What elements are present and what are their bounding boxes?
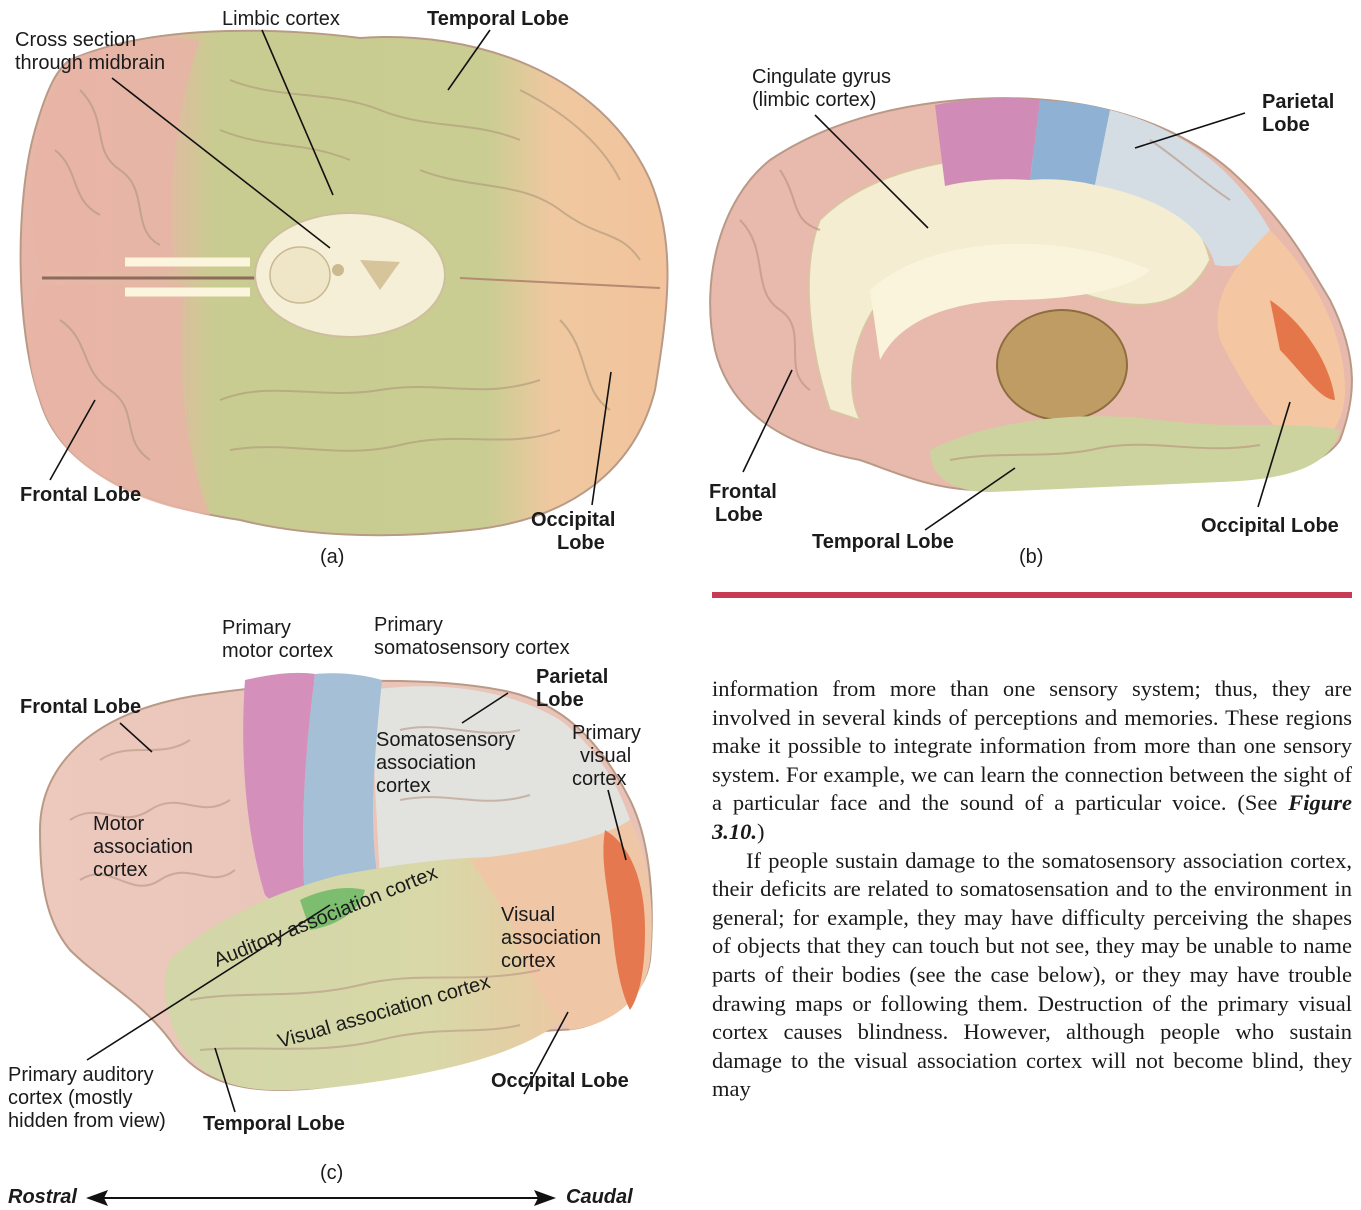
paragraph-1-text: information from more than one sensory s… bbox=[712, 676, 1352, 815]
caption-a: (a) bbox=[320, 546, 344, 569]
paragraph-1: information from more than one sensory s… bbox=[712, 675, 1352, 847]
label-parietal-c-2: Lobe bbox=[536, 689, 584, 712]
label-visual-assoc-2: association bbox=[501, 927, 601, 950]
caption-c: (c) bbox=[320, 1162, 343, 1185]
label-primary-motor-2: motor cortex bbox=[222, 640, 333, 663]
label-parietal-b-1: Parietal bbox=[1262, 91, 1334, 114]
label-primary-visual-1: Primary bbox=[572, 722, 641, 745]
body-text: information from more than one sensory s… bbox=[712, 675, 1352, 1104]
label-primary-soma-2: somatosensory cortex bbox=[374, 637, 570, 660]
label-occipital-lobe-c: Occipital Lobe bbox=[491, 1070, 629, 1093]
label-frontal-lobe-a: Frontal Lobe bbox=[20, 484, 141, 507]
panel-a-brain bbox=[21, 31, 668, 535]
label-cingulate-1: Cingulate gyrus bbox=[752, 66, 891, 89]
label-soma-assoc-1: Somatosensory bbox=[376, 729, 515, 752]
label-soma-assoc-3: cortex bbox=[376, 775, 430, 798]
label-primary-auditory-1: Primary auditory bbox=[8, 1064, 154, 1087]
axis-caudal-label: Caudal bbox=[566, 1186, 633, 1209]
label-primary-visual-2: visual bbox=[580, 745, 631, 768]
label-visual-assoc-1: Visual bbox=[501, 904, 555, 927]
label-frontal-b-2: Lobe bbox=[715, 504, 763, 527]
label-occipital-a-2: Lobe bbox=[557, 532, 605, 555]
label-visual-assoc-3: cortex bbox=[501, 950, 555, 973]
label-frontal-lobe-c: Frontal Lobe bbox=[20, 696, 141, 719]
panel-b-brain bbox=[710, 98, 1352, 492]
label-cross-section-1: Cross section bbox=[15, 29, 136, 52]
label-primary-motor-1: Primary bbox=[222, 617, 291, 640]
caption-b: (b) bbox=[1019, 546, 1043, 569]
label-occipital-a-1: Occipital bbox=[531, 509, 615, 532]
label-primary-visual-3: cortex bbox=[572, 768, 626, 791]
label-occipital-lobe-b: Occipital Lobe bbox=[1201, 515, 1339, 538]
label-cingulate-2: (limbic cortex) bbox=[752, 89, 876, 112]
label-primary-soma-1: Primary bbox=[374, 614, 443, 637]
label-primary-auditory-2: cortex (mostly bbox=[8, 1087, 132, 1110]
axis-rostral-label: Rostral bbox=[8, 1186, 77, 1209]
label-parietal-c-1: Parietal bbox=[536, 666, 608, 689]
label-motor-assoc-3: cortex bbox=[93, 859, 147, 882]
section-divider bbox=[712, 592, 1352, 598]
label-motor-assoc-1: Motor bbox=[93, 813, 144, 836]
paragraph-2: If people sustain damage to the somatose… bbox=[712, 847, 1352, 1104]
label-temporal-lobe-a: Temporal Lobe bbox=[427, 8, 569, 31]
label-frontal-b-1: Frontal bbox=[709, 481, 777, 504]
label-limbic-cortex: Limbic cortex bbox=[222, 8, 340, 31]
label-soma-assoc-2: association bbox=[376, 752, 476, 775]
label-primary-auditory-3: hidden from view) bbox=[8, 1110, 166, 1133]
label-temporal-lobe-b: Temporal Lobe bbox=[812, 531, 954, 554]
rostral-caudal-axis bbox=[86, 1190, 556, 1206]
label-cross-section-2: through midbrain bbox=[15, 52, 165, 75]
label-parietal-b-2: Lobe bbox=[1262, 114, 1310, 137]
label-temporal-lobe-c: Temporal Lobe bbox=[203, 1113, 345, 1136]
paragraph-1-end: ) bbox=[757, 819, 765, 844]
label-motor-assoc-2: association bbox=[93, 836, 193, 859]
